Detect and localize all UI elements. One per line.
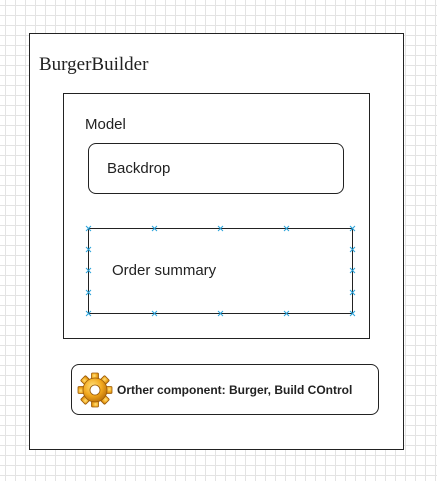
selection-handle-right[interactable] <box>349 289 356 296</box>
order-summary-label: Order summary <box>112 262 217 279</box>
other-component-box[interactable] <box>71 364 379 415</box>
selection-handle-top-left[interactable] <box>85 225 92 232</box>
burger-builder-title: BurgerBuilder <box>39 54 149 75</box>
selection-handle-bottom-right[interactable] <box>349 310 356 317</box>
selection-handle-right[interactable] <box>349 267 356 274</box>
order-summary-box[interactable] <box>88 228 353 314</box>
selection-handle-top[interactable] <box>283 225 290 232</box>
selection-handle-top[interactable] <box>151 225 158 232</box>
selection-handle-left[interactable] <box>85 267 92 274</box>
selection-handle-left[interactable] <box>85 289 92 296</box>
selection-handle-top[interactable] <box>217 225 224 232</box>
gear-icon <box>76 371 114 409</box>
backdrop-box[interactable] <box>88 143 344 194</box>
selection-handle-bottom[interactable] <box>151 310 158 317</box>
other-component-label: Orther component: Burger, Build COntrol <box>117 383 353 397</box>
selection-handle-bottom[interactable] <box>217 310 224 317</box>
selection-handle-bottom[interactable] <box>283 310 290 317</box>
selection-handle-left[interactable] <box>85 246 92 253</box>
backdrop-label: Backdrop <box>107 160 171 177</box>
selection-handle-top-right[interactable] <box>349 225 356 232</box>
selection-handle-right[interactable] <box>349 246 356 253</box>
selection-handle-bottom-left[interactable] <box>85 310 92 317</box>
model-label: Model <box>85 116 126 133</box>
